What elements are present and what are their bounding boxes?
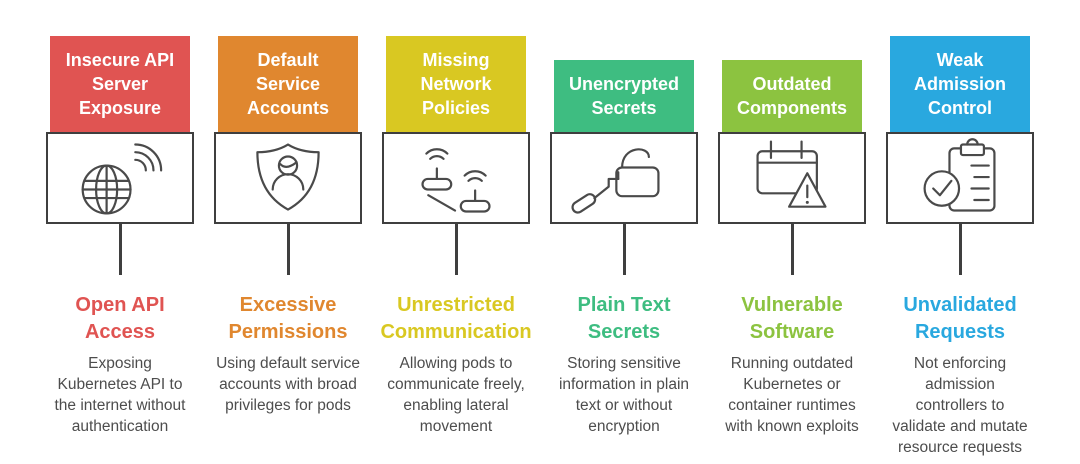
header-slot: Missing Network Policies bbox=[386, 35, 526, 132]
header-box: Default Service Accounts bbox=[218, 36, 358, 132]
column-missing-network-policies: Missing Network Policies Unrestricted Co… bbox=[372, 35, 540, 464]
icon-box bbox=[550, 132, 698, 224]
wireless-routers-icon bbox=[421, 148, 491, 213]
subtitle: Excessive Permissions bbox=[228, 294, 348, 343]
icon-box bbox=[214, 132, 362, 224]
calendar-warning-icon bbox=[756, 140, 827, 208]
header-box: Missing Network Policies bbox=[386, 36, 526, 132]
subtitle: Unvalidated Requests bbox=[903, 294, 1017, 343]
description: Using default service accounts with broa… bbox=[216, 355, 360, 414]
header-slot: Default Service Accounts bbox=[218, 35, 358, 132]
subtitle: Plain Text Secrets bbox=[577, 294, 671, 343]
description: Running outdated Kubernetes or container… bbox=[725, 355, 859, 435]
clipboard-check-icon bbox=[923, 138, 996, 212]
header-box: Weak Admission Control bbox=[890, 36, 1030, 132]
column-outdated-components: Outdated Components Vulnerable Software … bbox=[708, 35, 876, 464]
icon-box bbox=[46, 132, 194, 224]
connector-line bbox=[454, 224, 458, 275]
column-insecure-api-server-exposure: Insecure API Server Exposure Open API Ac… bbox=[36, 35, 204, 464]
connector-line bbox=[622, 224, 626, 275]
connector-line bbox=[958, 224, 962, 275]
icon-box bbox=[382, 132, 530, 224]
description: Not enforcing admission controllers to v… bbox=[892, 355, 1028, 456]
header-slot: Unencrypted Secrets bbox=[554, 35, 694, 132]
lock-key-icon bbox=[571, 148, 660, 214]
subtitle: Vulnerable Software bbox=[741, 294, 843, 343]
header-box: Insecure API Server Exposure bbox=[50, 36, 190, 132]
subtitle: Open API Access bbox=[75, 294, 165, 343]
connector-line bbox=[286, 224, 290, 275]
icon-box bbox=[718, 132, 866, 224]
shield-user-icon bbox=[256, 143, 320, 211]
icon-box bbox=[886, 132, 1034, 224]
header-slot: Insecure API Server Exposure bbox=[50, 35, 190, 132]
description: Storing sensitive information in plain t… bbox=[558, 355, 690, 435]
subtitle: Unrestricted Communication bbox=[380, 294, 532, 343]
connector-line bbox=[790, 224, 794, 275]
column-default-service-accounts: Default Service Accounts Excessive Permi… bbox=[204, 35, 372, 464]
column-weak-admission-control: Weak Admission Control Unvalidated Reque… bbox=[876, 35, 1044, 464]
description: Exposing Kubernetes API to the internet … bbox=[54, 355, 186, 435]
header-box: Unencrypted Secrets bbox=[554, 60, 694, 132]
globe-signal-icon bbox=[81, 143, 163, 215]
header-box: Outdated Components bbox=[722, 60, 862, 132]
header-slot: Outdated Components bbox=[722, 35, 862, 132]
header-slot: Weak Admission Control bbox=[890, 35, 1030, 132]
description: Allowing pods to communicate freely, ena… bbox=[387, 355, 525, 435]
column-unencrypted-secrets: Unencrypted Secrets Plain Text Secrets S… bbox=[540, 35, 708, 464]
connector-line bbox=[118, 224, 122, 275]
